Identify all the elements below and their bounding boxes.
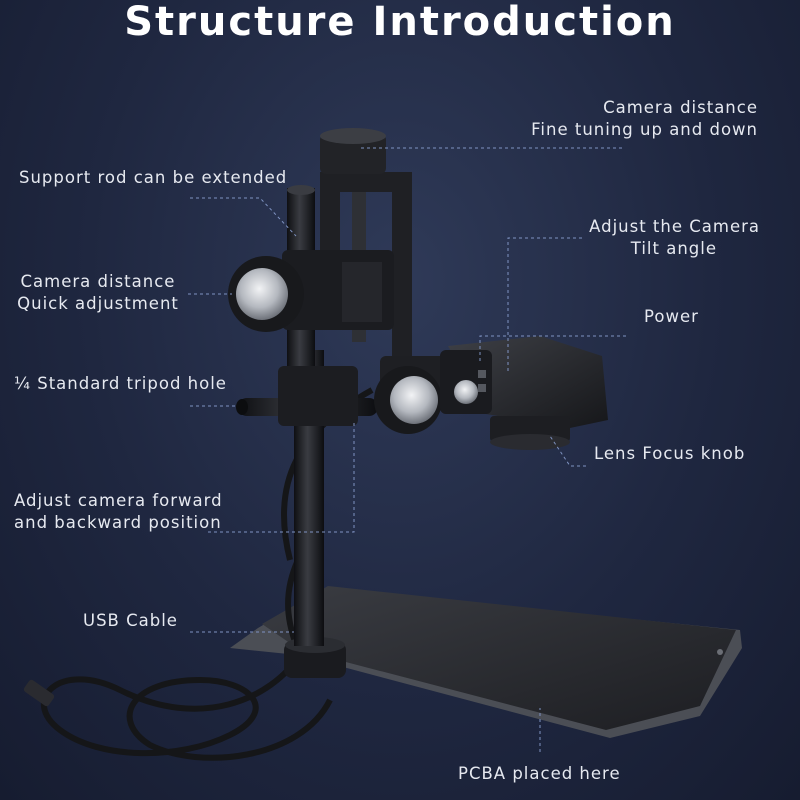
label-tilt-angle: Adjust the Camera Tilt angle — [560, 216, 760, 260]
label-quick-adjust: Camera distance Quick adjustment — [12, 271, 184, 315]
usb-plug — [23, 679, 55, 707]
label-camera-distance-fine: Camera distance Fine tuning up and down — [500, 97, 758, 141]
pcba-plate — [230, 586, 742, 738]
label-tripod-hole: ¼ Standard tripod hole — [14, 373, 227, 395]
label-line: PCBA placed here — [458, 764, 621, 783]
leader-tilt — [507, 237, 582, 372]
label-power: Power — [644, 306, 699, 328]
label-line: Lens Focus knob — [594, 444, 746, 463]
label-line: Tilt angle — [630, 239, 717, 258]
label-line: Camera distance — [603, 98, 758, 117]
quick-adjust-knob — [228, 256, 304, 332]
label-line: Power — [644, 307, 699, 326]
leader-power — [479, 335, 626, 362]
label-usb-cable: USB Cable — [83, 610, 178, 632]
label-line: and backward position — [14, 513, 222, 532]
label-forward-backward: Adjust camera forward and backward posit… — [14, 490, 223, 534]
label-lens-focus: Lens Focus knob — [594, 443, 745, 465]
label-line: Adjust the Camera — [589, 217, 760, 236]
fine-tune-knob — [320, 128, 386, 174]
label-line: Adjust camera forward — [14, 491, 223, 510]
camera-head — [440, 336, 608, 450]
label-line: ¼ Standard tripod hole — [14, 374, 227, 393]
leader-forward — [208, 420, 355, 533]
label-line: Camera distance — [20, 272, 176, 291]
leader-support-rod — [190, 197, 297, 237]
usb-cable — [40, 653, 333, 761]
leader-lines — [188, 147, 626, 752]
label-support-rod: Support rod can be extended — [19, 167, 287, 189]
label-line: Fine tuning up and down — [531, 120, 758, 139]
label-line: Quick adjustment — [17, 294, 179, 313]
label-line: USB Cable — [83, 611, 178, 630]
tripod-arm — [236, 366, 378, 426]
label-line: Support rod can be extended — [19, 168, 288, 187]
label-pcba: PCBA placed here — [458, 763, 621, 785]
page-title: Structure Introduction — [124, 0, 676, 45]
